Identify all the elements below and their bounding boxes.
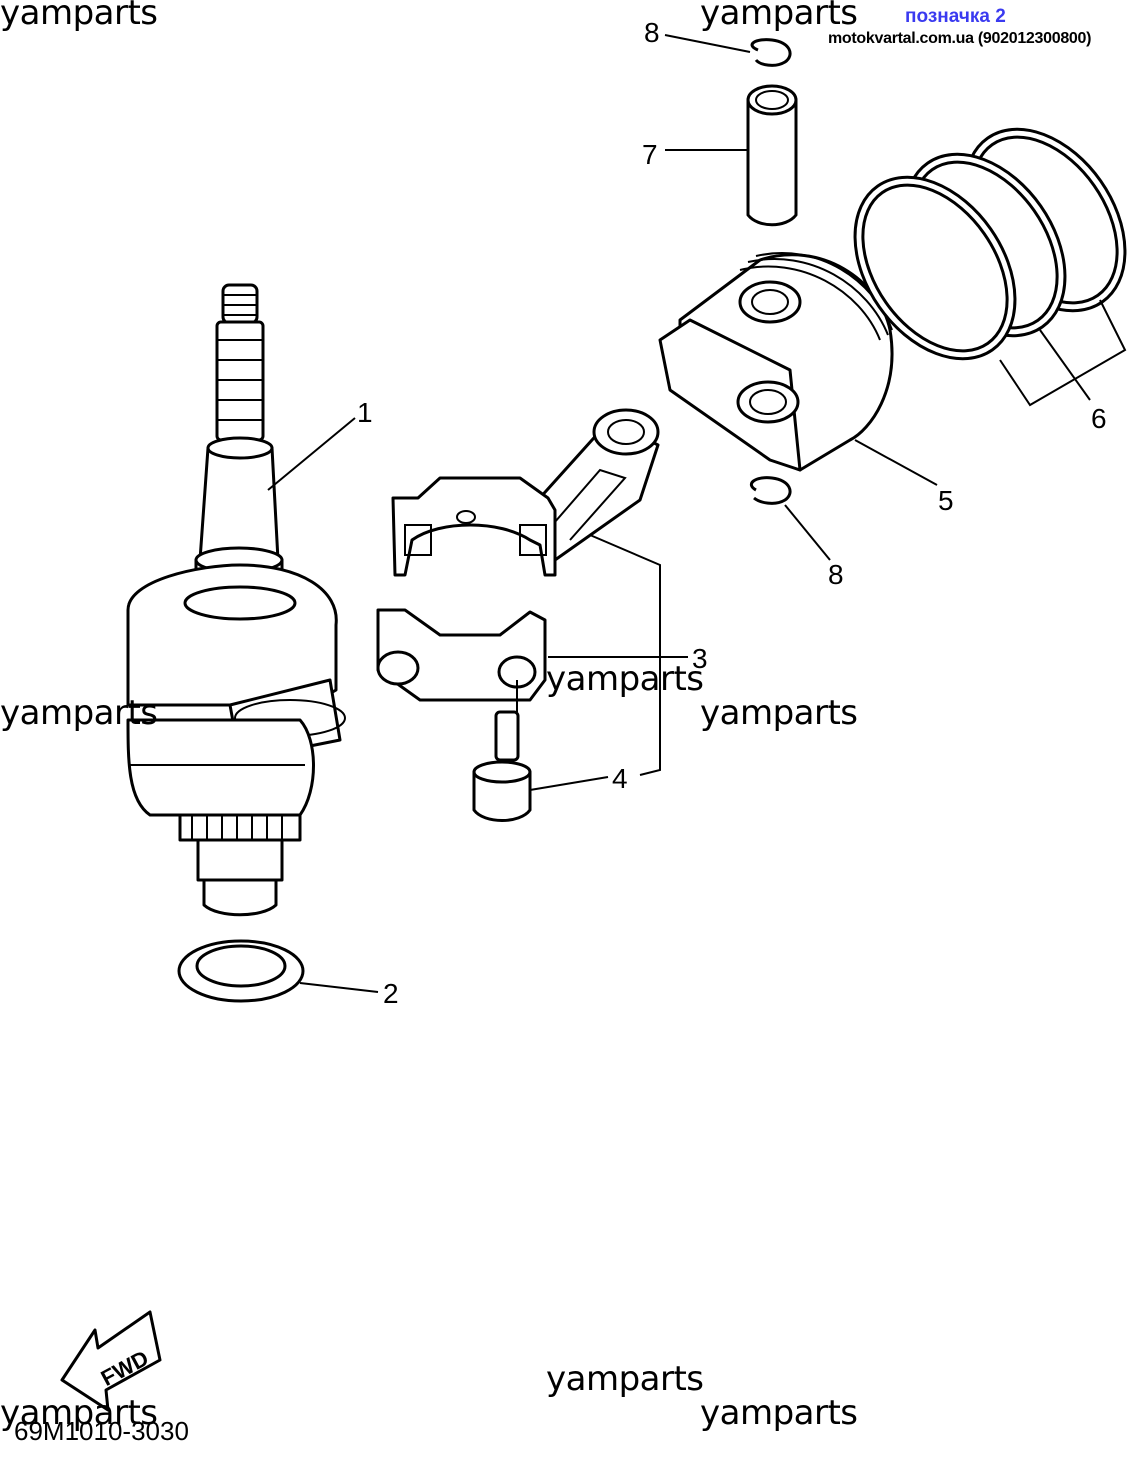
watermark: yamparts	[0, 0, 158, 33]
callout-1: 1	[357, 397, 373, 428]
piston-ring-set	[853, 127, 1127, 361]
tag-label: позначка 2	[905, 6, 1006, 27]
watermark: yamparts	[0, 693, 158, 733]
watermark: yamparts	[700, 693, 858, 733]
leader-lines	[267, 34, 1127, 993]
watermark: yamparts	[700, 0, 858, 33]
diagram-code: 69M1010-3030	[14, 1416, 189, 1446]
callout-6: 6	[1091, 403, 1107, 434]
circlip-top	[750, 38, 792, 67]
connecting-rod	[376, 408, 660, 702]
callout-3: 3	[692, 643, 708, 674]
watermark: yamparts	[0, 1393, 158, 1433]
thrust-washer	[177, 939, 305, 1003]
callout-8-bottom: 8	[828, 559, 844, 590]
callout-8-top: 8	[644, 17, 660, 48]
callout-7: 7	[642, 139, 658, 170]
site-label: motokvartal.com.ua (902012300800)	[828, 30, 1092, 47]
watermark: yamparts	[546, 659, 704, 699]
callout-5: 5	[938, 485, 954, 516]
callout-2: 2	[383, 978, 399, 1009]
piston-pin	[746, 84, 798, 227]
watermark: yamparts	[546, 1359, 704, 1399]
crankshaft	[126, 283, 346, 917]
watermark: yamparts	[700, 1393, 858, 1433]
fwd-arrow-icon: FWD	[60, 1310, 162, 1412]
piston	[658, 252, 894, 472]
circlip-bottom	[749, 476, 792, 505]
conrod-bolt	[472, 710, 532, 822]
callout-4: 4	[612, 763, 628, 794]
